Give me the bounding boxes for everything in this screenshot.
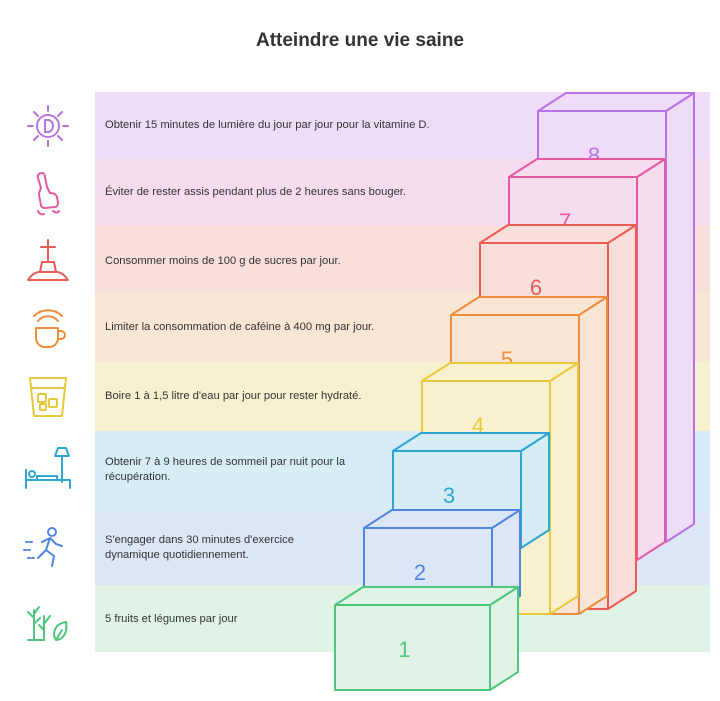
stair-top-1 bbox=[334, 586, 519, 606]
stair-side-7 bbox=[636, 158, 666, 561]
running-person-icon bbox=[23, 527, 63, 567]
stair-top-6 bbox=[479, 224, 637, 244]
step-1-text: 5 fruits et légumes par jour bbox=[105, 613, 238, 625]
stair-side-5 bbox=[578, 296, 608, 615]
stair-top-8 bbox=[537, 92, 695, 112]
stair-number-6: 6 bbox=[530, 275, 542, 300]
step-6-text: Consommer moins de 100 g de sucres par j… bbox=[105, 255, 341, 267]
step-2-text: S'engager dans 30 minutes d'exercice dyn… bbox=[105, 534, 294, 561]
stair-number-1: 1 bbox=[398, 637, 410, 662]
step-7-text: Éviter de rester assis pendant plus de 2… bbox=[105, 186, 407, 198]
plants-leaf-icon bbox=[27, 606, 68, 641]
stair-top-2 bbox=[363, 509, 521, 529]
step-3-text: Obtenir 7 à 9 heures de sommeil par nuit… bbox=[105, 456, 346, 483]
step-5-text: Limiter la consommation de caféine à 400… bbox=[105, 321, 375, 333]
stair-number-2: 2 bbox=[414, 560, 426, 585]
page-title: Atteindre une vie saine bbox=[255, 30, 464, 51]
sitting-posture-icon bbox=[36, 172, 60, 216]
stair-side-8 bbox=[665, 92, 695, 543]
step-4-text: Boire 1 à 1,5 litre d'eau par jour pour … bbox=[105, 390, 362, 402]
stair-front-1 bbox=[334, 604, 491, 691]
stair-side-4 bbox=[549, 362, 579, 615]
stair-number-3: 3 bbox=[443, 483, 455, 508]
stair-side-3 bbox=[520, 432, 550, 549]
sleeping-bed-lamp-icon bbox=[25, 447, 71, 489]
grave-cross-icon bbox=[27, 239, 69, 281]
step-8-text: Obtenir 15 minutes de lumière du jour pa… bbox=[105, 119, 430, 131]
stair-step-1: 1 bbox=[334, 586, 519, 691]
stair-number-4: 4 bbox=[472, 413, 484, 438]
glass-of-water-icon bbox=[29, 377, 67, 417]
sun-vitamin-d-icon bbox=[27, 105, 69, 147]
stair-top-3 bbox=[392, 432, 550, 452]
stair-top-7 bbox=[508, 158, 666, 178]
coffee-cup-wifi-icon bbox=[33, 309, 66, 348]
stair-top-4 bbox=[421, 362, 579, 382]
stair-top-5 bbox=[450, 296, 608, 316]
stair-side-6 bbox=[607, 224, 637, 610]
